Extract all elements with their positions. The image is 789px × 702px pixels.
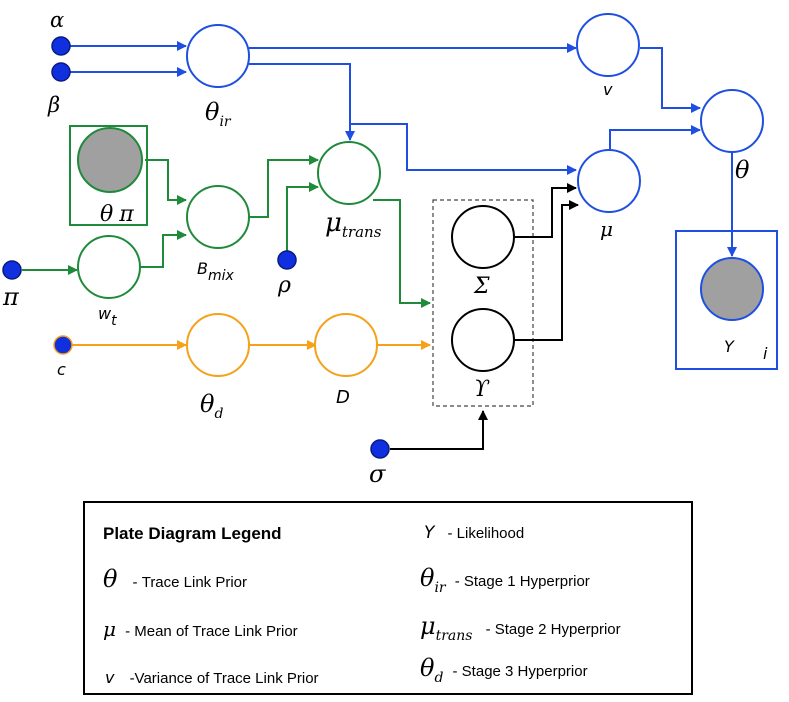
theta-d-node [186,313,250,377]
legend-title: Plate Diagram Legend [103,524,282,543]
theta-node [700,89,764,153]
y-node [700,257,764,321]
legend-item-mu-trans: μtrans - Stage 2 Hyperprior [420,612,621,644]
sigma-node [370,439,390,459]
b-mix-label: Bmix [197,259,235,284]
edge-rho-mu-trans [286,182,319,258]
theta-pi-node [77,127,143,193]
legend-item-y: Y - Likelihood [424,523,524,543]
mu-trans-label: μtrans [325,208,382,241]
edge-v-theta [640,47,701,113]
mu-label: μ [600,217,613,241]
sigma-cap-label: Σ [473,274,490,299]
alpha-label: α [50,8,64,32]
rho-label: ρ [277,273,291,298]
beta-label: β [47,93,60,117]
c-label: c [57,360,66,379]
legend-item-theta: θ - Trace Link Prior [103,565,247,593]
w-t-label: wt [98,304,117,329]
legend-item-mu: μ - Mean of Trace Link Prior [103,617,298,641]
c-node [53,335,73,355]
rho-node [277,250,297,270]
theta-d-label: θd [200,390,223,422]
y-plate [675,230,778,370]
edge-theta-pi-b-mix [145,159,187,205]
theta-ir-label: θir [205,98,232,130]
upsilon-node [451,308,515,372]
legend-item-v: v -Variance of Trace Link Prior [105,668,319,687]
sigma-label: σ [369,460,386,488]
edge-theta-ir-mu [350,123,577,175]
pi-node [2,260,22,280]
edge-mu-trans-cov [373,199,431,308]
theta-pi-plate [69,125,148,226]
v-node [576,13,640,77]
beta-node [51,62,71,82]
edge-theta-ir-mu-trans [249,63,355,141]
covariance-plate [432,199,534,407]
edge-b-mix-mu-trans [249,155,319,218]
edge-sigma-cap-mu [513,183,577,238]
plate-index-label: i [763,344,768,363]
mu-trans-node [317,141,381,205]
w-t-node [77,235,141,299]
sigma-cap-node [451,205,515,269]
legend: Plate Diagram Legend θ - Trace Link Prio… [83,501,693,695]
alpha-node [51,36,71,56]
pi-label: π [2,283,20,311]
mu-node [577,149,641,213]
legend-item-theta-ir: θir - Stage 1 Hyperprior [420,564,590,596]
d-label: D [336,387,350,408]
upsilon-label: ϒ [474,377,490,402]
edge-upsilon-mu [513,200,579,341]
edge-mu-theta [609,125,701,150]
v-label: v [603,80,613,99]
theta-label: θ [735,156,750,184]
b-mix-node [186,185,250,249]
theta-ir-node [186,24,250,88]
y-label: Y [724,337,735,356]
legend-item-theta-d: θd - Stage 3 Hyperprior [420,654,588,686]
d-node [314,313,378,377]
edge-sigma-cov [390,410,488,450]
edge-w-t-b-mix [140,230,187,268]
legend-box [83,501,693,695]
